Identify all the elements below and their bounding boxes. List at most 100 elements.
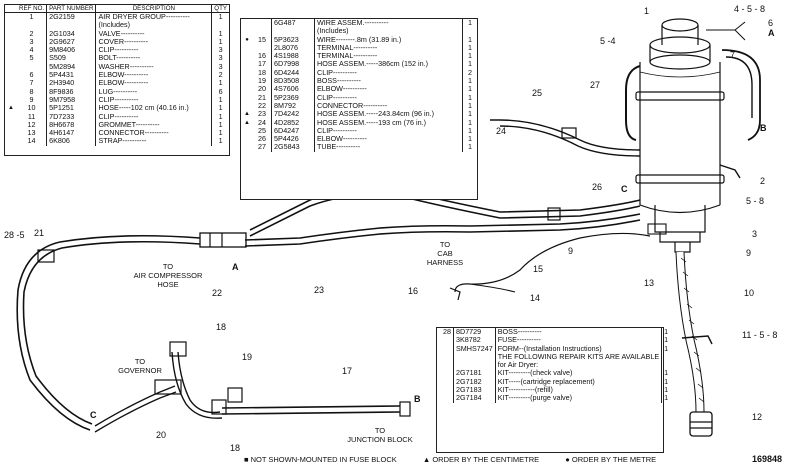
parts-row: for Air Dryer: bbox=[437, 361, 671, 370]
row-description: ELBOW---------- bbox=[95, 79, 213, 88]
row-mark bbox=[5, 38, 17, 46]
row-description: BOSS---------- bbox=[495, 328, 663, 337]
callout-12: 12 bbox=[752, 412, 763, 422]
row-qty bbox=[662, 361, 671, 369]
callout-18-upper: 18 bbox=[216, 322, 227, 332]
parts-row: (Includes) bbox=[241, 27, 477, 36]
row-description: KIT---------(check valve) bbox=[495, 369, 663, 378]
row-part-number: 5P4431 bbox=[46, 71, 97, 80]
row-part-number: 5P1251 bbox=[46, 104, 97, 113]
row-qty bbox=[662, 353, 671, 361]
callout-20: 20 bbox=[156, 430, 167, 440]
row-ref-no bbox=[17, 62, 48, 72]
row-description: CLIP---------- bbox=[314, 93, 463, 102]
row-ref-no: 20 bbox=[253, 85, 272, 94]
row-part-number: 4S7606 bbox=[271, 85, 315, 94]
row-mark bbox=[241, 52, 253, 60]
callout-3: 3 bbox=[752, 229, 758, 239]
row-mark: ▲ bbox=[244, 119, 250, 126]
callout-15: 15 bbox=[533, 264, 544, 274]
row-qty: 1 bbox=[218, 137, 223, 146]
row-part-number: 8H6678 bbox=[46, 120, 97, 130]
row-ref-no bbox=[441, 352, 454, 362]
row-part-number: 6D7998 bbox=[271, 60, 315, 69]
callout-18-lower: 18 bbox=[230, 443, 241, 453]
row-mark: ▲ bbox=[244, 111, 250, 118]
callout-9-mid: 9 bbox=[568, 246, 574, 256]
row-mark bbox=[5, 88, 17, 96]
callout-16: 16 bbox=[408, 286, 419, 296]
row-description: WIRE ASSEM.---------- bbox=[314, 19, 463, 28]
row-mark bbox=[241, 44, 253, 52]
row-description: TUBE---------- bbox=[314, 143, 463, 152]
parts-row: (Includes) bbox=[5, 21, 229, 30]
row-description: GROMMET---------- bbox=[95, 120, 213, 130]
row-mark bbox=[241, 102, 253, 110]
row-mark bbox=[5, 54, 17, 62]
row-qty: 1 bbox=[218, 129, 223, 138]
row-ref-no: 2 bbox=[17, 29, 48, 38]
row-mark bbox=[241, 127, 253, 135]
row-part-number: 2G9627 bbox=[46, 37, 97, 47]
row-part-number: 7D4242 bbox=[271, 110, 315, 119]
row-ref-no: 22 bbox=[253, 101, 272, 111]
row-description: HOSE ASSEM.-----193 cm (76 in.) bbox=[314, 118, 463, 127]
legend-not-shown: ■ NOT SHOWN-MOUNTED IN FUSE BLOCK bbox=[244, 455, 397, 464]
row-qty: 1 bbox=[664, 328, 669, 336]
row-qty: 1 bbox=[468, 43, 472, 52]
row-ref-no: 26 bbox=[253, 135, 272, 144]
row-qty: 1 bbox=[218, 112, 223, 121]
row-mark bbox=[5, 13, 17, 22]
row-mark bbox=[5, 121, 17, 129]
row-qty bbox=[212, 21, 229, 29]
legend-order-cm: ▲ ORDER BY THE CENTIMETRE bbox=[422, 455, 540, 464]
row-ref-no: 7 bbox=[17, 79, 48, 88]
row-ref-no bbox=[441, 361, 454, 370]
row-ref-no: 11 bbox=[17, 112, 48, 121]
row-part-number: 2G5843 bbox=[271, 143, 315, 152]
row-mark: ● bbox=[245, 36, 249, 43]
parts-table-1-header: REF NO. PART NUMBER DESCRIPTION QTY bbox=[5, 5, 229, 13]
callout-a-left: A bbox=[232, 262, 239, 272]
callout-a-top: A bbox=[768, 28, 775, 38]
row-qty: 1 bbox=[664, 377, 669, 386]
row-part-number: 2G7184 bbox=[453, 394, 496, 403]
row-mark bbox=[5, 30, 17, 38]
callout-22: 22 bbox=[212, 288, 223, 298]
row-qty: 1 bbox=[468, 77, 472, 86]
callout-5-4: 5 -4 bbox=[600, 36, 616, 46]
row-description: CLIP---------- bbox=[95, 46, 213, 55]
row-part-number: 5M2894 bbox=[46, 62, 97, 72]
row-part-number: 6G487 bbox=[271, 19, 315, 28]
row-part-number: 5P3623 bbox=[271, 35, 315, 44]
row-ref-no bbox=[253, 43, 272, 53]
row-part-number bbox=[46, 21, 97, 30]
row-mark bbox=[5, 71, 17, 79]
row-description: FORM--(Installation Instructions) bbox=[495, 344, 663, 353]
row-part-number bbox=[271, 27, 315, 36]
row-qty: 1 bbox=[664, 344, 669, 353]
callout-c-left: C bbox=[90, 410, 97, 420]
row-mark bbox=[5, 46, 17, 54]
row-ref-no: 15 bbox=[253, 35, 272, 44]
row-qty: 1 bbox=[468, 52, 472, 61]
wire-15 bbox=[454, 232, 651, 293]
row-description: CLIP---------- bbox=[95, 112, 213, 121]
callout-b-bottom: B bbox=[414, 394, 421, 404]
row-description: KIT-----------(refill) bbox=[495, 386, 663, 395]
row-qty: 2 bbox=[468, 68, 472, 77]
